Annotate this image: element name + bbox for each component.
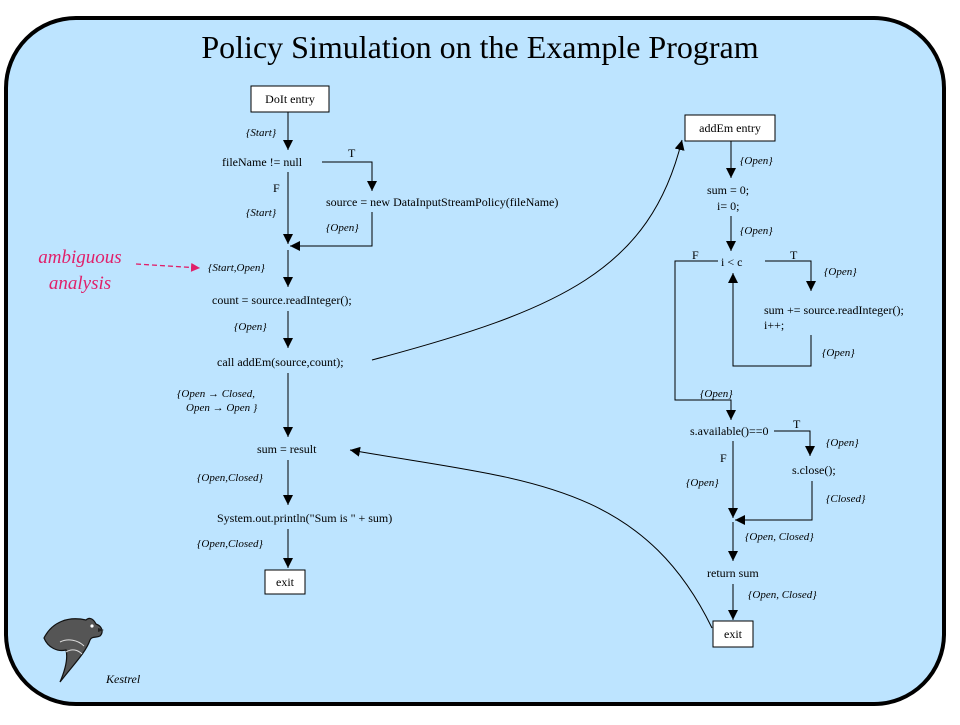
label-open-a6: {Open}: [826, 437, 859, 449]
annotation-line-1: ambiguous: [38, 247, 121, 268]
label-transition-1: {Open → Closed,: [177, 388, 255, 400]
label-closed: {Closed}: [826, 493, 866, 505]
annotation-line-2: analysis: [49, 273, 111, 294]
condition-filename: fileName != null: [222, 155, 303, 169]
edge-branch-merge: [290, 212, 373, 251]
println-statement: System.out.println("Sum is " + sum): [217, 511, 392, 525]
doit-entry-box: [250, 85, 330, 113]
init-i: i= 0;: [717, 199, 739, 213]
label-open-a7: {Open}: [686, 477, 719, 489]
return-sum: return sum: [707, 566, 759, 580]
label-start-1: {Start}: [246, 127, 277, 139]
call-addem: call addEm(source,count);: [217, 355, 344, 369]
available-check: s.available()==0: [690, 424, 769, 438]
loop-false-label: F: [692, 248, 699, 262]
assign-sum: sum = result: [257, 442, 317, 456]
label-open-closed-a1: {Open, Closed}: [745, 531, 814, 543]
edge-call-to-addem: [371, 139, 685, 361]
check-false-label: F: [720, 451, 727, 465]
cond-true-label: T: [348, 146, 356, 160]
kestrel-bird-icon: [43, 617, 104, 683]
edge-close-merge: [735, 481, 813, 525]
check-true-label: T: [793, 417, 801, 431]
kestrel-caption: Kestrel: [105, 672, 141, 686]
annotation-arrow: [135, 262, 201, 272]
label-open-branch: {Open}: [326, 222, 359, 234]
cond-false-label: F: [273, 181, 280, 195]
label-open-a1: {Open}: [740, 155, 773, 167]
label-open-closed-main-1: {Open,Closed}: [197, 472, 264, 484]
doit-entry-label: DoIt entry: [265, 92, 315, 106]
label-open-closed-a2: {Open, Closed}: [748, 589, 817, 601]
label-open-a3: {Open}: [824, 266, 857, 278]
label-open-a5: {Open}: [700, 388, 733, 400]
label-open-main: {Open}: [234, 321, 267, 333]
edge-cond-true: [322, 161, 377, 191]
loop-true-label: T: [790, 248, 798, 262]
label-open-closed-main-2: {Open,Closed}: [197, 538, 264, 550]
label-open-a2: {Open}: [740, 225, 773, 237]
edge-loop-true: [765, 260, 816, 291]
edge-loop-back: [728, 273, 812, 367]
main-flow: DoIt entry {Start} fileName != null T so…: [177, 85, 558, 595]
init-sum: sum = 0;: [707, 183, 749, 197]
edge-loop-false: [674, 260, 736, 420]
label-start-open: {Start,Open}: [208, 262, 265, 274]
addem-flow: addEm entry {Open} sum = 0; i= 0; {Open}…: [674, 114, 904, 648]
slide-title: Policy Simulation on the Example Program: [201, 29, 758, 65]
addem-exit-box: [712, 620, 754, 648]
loop-body-1: sum += source.readInteger();: [764, 303, 904, 317]
label-transition-2: Open → Open }: [186, 402, 258, 414]
addem-exit-label: exit: [724, 627, 743, 641]
assign-source: source = new DataInputStreamPolicy(fileN…: [326, 195, 558, 209]
label-open-a4: {Open}: [822, 347, 855, 359]
main-exit-label: exit: [276, 575, 295, 589]
edge-return-to-sum: [349, 446, 713, 629]
close-stream: s.close();: [792, 463, 836, 477]
edge-check-true: [774, 430, 815, 456]
main-exit-box: [264, 569, 306, 595]
addem-entry-label: addEm entry: [699, 121, 761, 135]
read-count: count = source.readInteger();: [212, 293, 352, 307]
loop-body-2: i++;: [764, 318, 784, 332]
label-start-2: {Start}: [246, 207, 277, 219]
addem-entry-box: [684, 114, 776, 142]
loop-condition: i < c: [721, 255, 742, 269]
slide-panel: [4, 16, 946, 706]
